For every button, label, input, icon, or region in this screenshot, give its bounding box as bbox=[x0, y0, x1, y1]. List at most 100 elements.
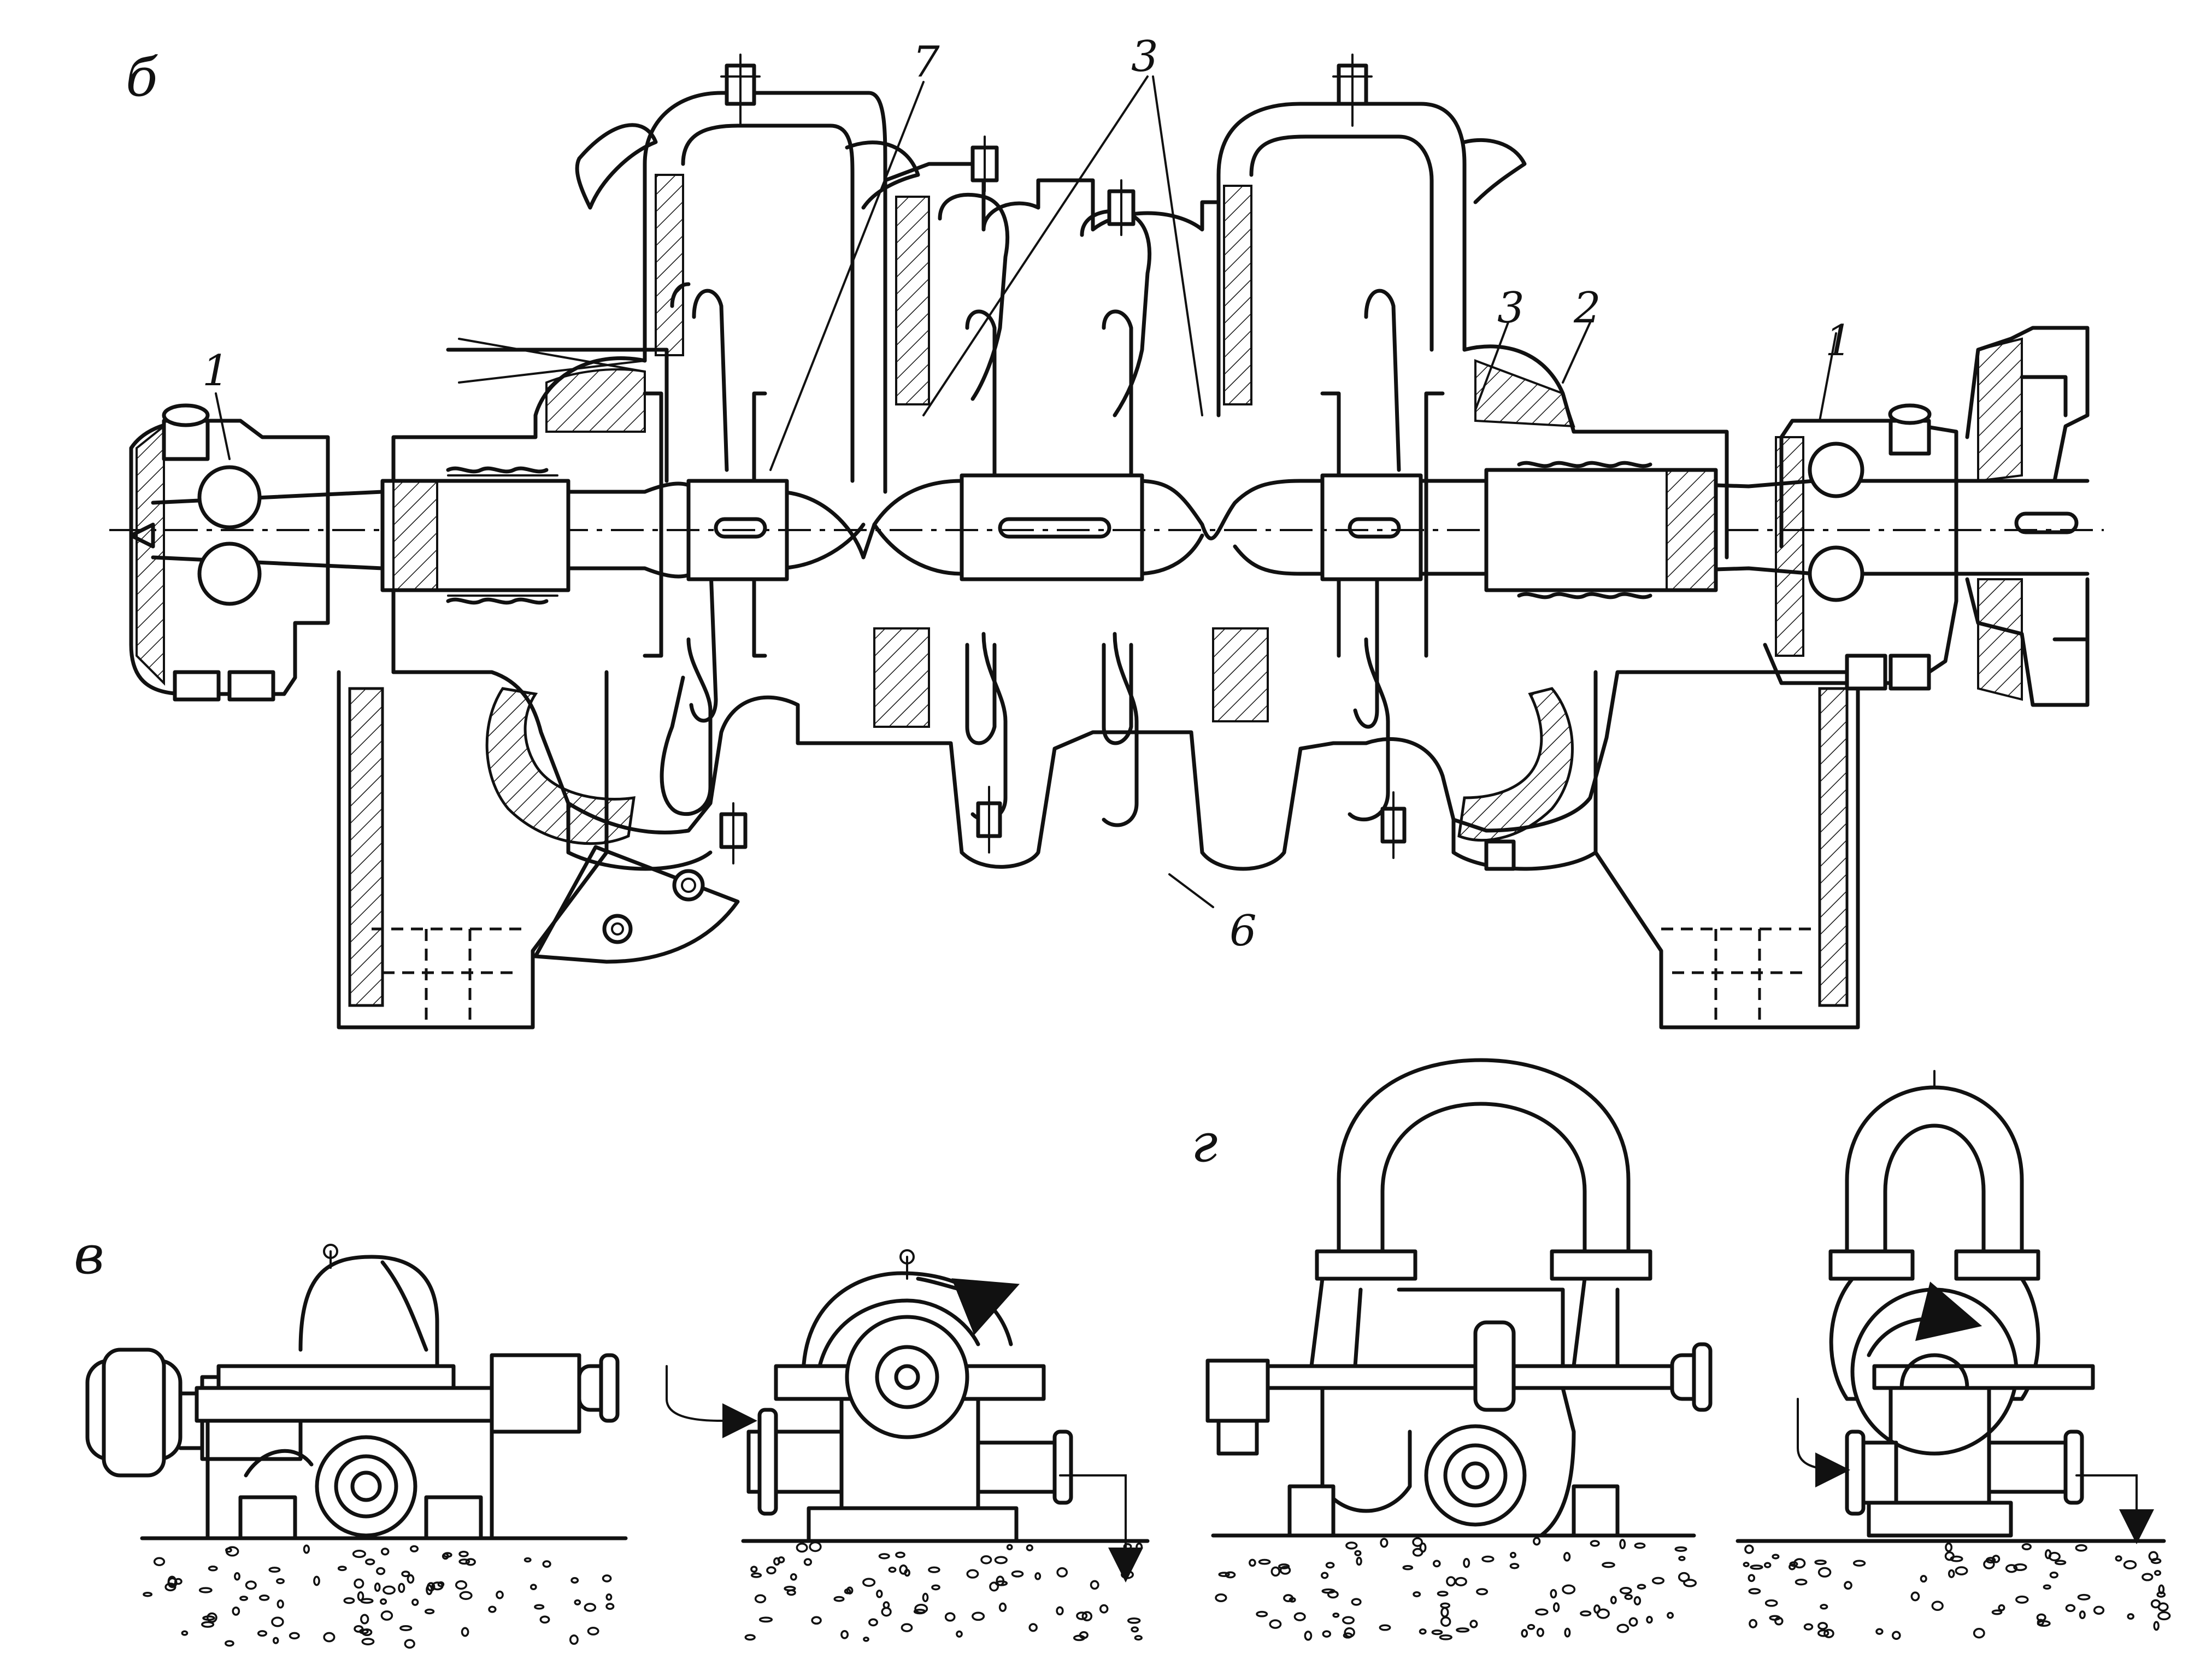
gravel-dot bbox=[1419, 1628, 1427, 1635]
bolt-icon bbox=[1332, 54, 1373, 127]
gravel-dot bbox=[1076, 1611, 1088, 1620]
gravel-dot bbox=[1803, 1623, 1814, 1631]
gravel-dot bbox=[1983, 1559, 1995, 1569]
gravel-dot bbox=[271, 1616, 284, 1627]
gravel-dot bbox=[258, 1595, 270, 1601]
gravel-dot bbox=[1356, 1556, 1362, 1566]
gravel-dot bbox=[376, 1567, 386, 1575]
gravel-dot bbox=[1678, 1556, 1686, 1561]
gravel-dot bbox=[2093, 1605, 2105, 1615]
gravel-dot bbox=[1325, 1562, 1335, 1569]
gravel-dot bbox=[1034, 1572, 1042, 1580]
gravel-dot bbox=[380, 1610, 393, 1621]
gravel-dot bbox=[225, 1640, 234, 1647]
bolt-icon bbox=[719, 802, 748, 864]
gravel-dot bbox=[2049, 1571, 2058, 1579]
gravel-dot bbox=[1476, 1588, 1489, 1596]
gravel-dot bbox=[1602, 1562, 1615, 1568]
gravel-dot bbox=[1748, 1588, 1761, 1595]
callout-1-right: 1 bbox=[1825, 316, 1852, 366]
gravel-dot bbox=[2005, 1564, 2018, 1573]
gravel-dot bbox=[1432, 1560, 1441, 1568]
gravel-dot bbox=[1509, 1563, 1520, 1569]
ground-texture bbox=[1215, 1537, 1697, 1641]
gravel-dot bbox=[1789, 1563, 1796, 1570]
external-view-v: в bbox=[74, 1225, 1150, 1583]
gravel-dot bbox=[234, 1572, 240, 1581]
gravel-dot bbox=[1624, 1593, 1633, 1601]
gravel-dot bbox=[1667, 1611, 1674, 1619]
external-view-g: г bbox=[1191, 1058, 2166, 1544]
gravel-dot bbox=[1256, 1610, 1268, 1617]
gravel-dot bbox=[1852, 1560, 1866, 1567]
gravel-dot bbox=[1090, 1580, 1099, 1590]
gravel-dot bbox=[201, 1621, 215, 1628]
gravel-dot bbox=[790, 1573, 797, 1581]
gravel-dot bbox=[1750, 1564, 1763, 1570]
gravel-dot bbox=[2015, 1595, 2029, 1604]
gravel-dot bbox=[1823, 1628, 1834, 1638]
gravel-dot bbox=[1344, 1627, 1355, 1638]
gravel-dot bbox=[465, 1558, 476, 1566]
bolt-icon bbox=[1107, 179, 1136, 236]
gravel-dot bbox=[2075, 1544, 2087, 1552]
gravel-dot bbox=[1026, 1544, 1033, 1551]
gravel-dot bbox=[1817, 1567, 1832, 1578]
panel-label-g: г bbox=[1191, 1113, 1218, 1174]
bolt-icon bbox=[1484, 839, 1516, 871]
gravel-dot bbox=[380, 1598, 387, 1605]
gravel-dot bbox=[1628, 1617, 1638, 1627]
gravel-dot bbox=[1510, 1551, 1516, 1558]
gravel-dot bbox=[1342, 1616, 1355, 1625]
gravel-dot bbox=[1099, 1604, 1109, 1614]
gravel-dot bbox=[803, 1558, 813, 1566]
gravel-dot bbox=[354, 1578, 364, 1589]
gravel-dot bbox=[407, 1574, 415, 1584]
gravel-dot bbox=[876, 1590, 883, 1598]
gravel-dot bbox=[1011, 1570, 1024, 1578]
gravel-dot bbox=[811, 1616, 822, 1625]
gravel-dot bbox=[1651, 1576, 1665, 1585]
gravel-dot bbox=[944, 1612, 956, 1622]
gravel-dot bbox=[1763, 1562, 1772, 1568]
gravel-dot bbox=[972, 1611, 985, 1621]
gravel-dot bbox=[380, 1548, 390, 1556]
gravel-dot bbox=[1354, 1550, 1362, 1556]
gravel-dot bbox=[1131, 1626, 1139, 1633]
gravel-dot bbox=[1683, 1579, 1697, 1587]
gravel-dot bbox=[303, 1544, 310, 1554]
gravel-dot bbox=[1931, 1601, 1944, 1611]
bolt-icon bbox=[720, 54, 761, 127]
gravel-dot bbox=[1469, 1620, 1478, 1628]
gravel-dot bbox=[1955, 1566, 1968, 1575]
gravel-dot bbox=[268, 1567, 281, 1573]
gravel-dot bbox=[1634, 1542, 1646, 1549]
gravel-dot bbox=[574, 1599, 581, 1605]
gravel-dot bbox=[899, 1564, 908, 1575]
gravel-dot bbox=[1081, 1611, 1093, 1622]
gravel-dot bbox=[569, 1634, 579, 1645]
gravel-dot bbox=[2079, 1610, 2086, 1620]
gravel-dot bbox=[523, 1557, 532, 1563]
gravel-dot bbox=[1550, 1589, 1557, 1599]
gravel-dot bbox=[1891, 1631, 1901, 1640]
gravel-dot bbox=[276, 1599, 284, 1609]
gravel-dot bbox=[751, 1572, 762, 1578]
gravel-dot bbox=[773, 1557, 780, 1566]
gravel-dot bbox=[888, 1567, 897, 1573]
gravel-dot bbox=[1920, 1575, 1927, 1583]
gravel-dot bbox=[1446, 1576, 1456, 1587]
panel-label-v: в bbox=[74, 1225, 104, 1286]
gravel-dot bbox=[207, 1612, 217, 1623]
gravel-dot bbox=[1814, 1559, 1827, 1566]
gravel-dot bbox=[1121, 1570, 1134, 1579]
gravel-dot bbox=[1948, 1569, 1955, 1578]
panel-label-b: б bbox=[126, 47, 158, 108]
gravel-dot bbox=[584, 1603, 597, 1612]
gravel-dot bbox=[2156, 1591, 2166, 1598]
bolt-icon bbox=[1380, 791, 1407, 859]
gravel-dot bbox=[1590, 1540, 1600, 1547]
gravel-dot bbox=[442, 1552, 449, 1560]
gravel-dot bbox=[1463, 1558, 1470, 1568]
